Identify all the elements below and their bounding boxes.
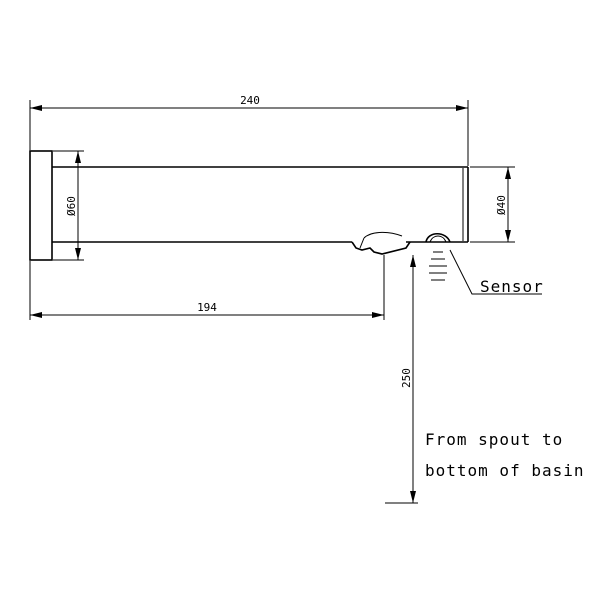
spout-diameter-dimension: Ø40 <box>470 166 515 243</box>
arrow-down-icon <box>75 248 81 260</box>
arrow-left-icon <box>30 312 42 318</box>
wall-plate-diameter-dimension: Ø60 <box>53 150 84 261</box>
sensor-leader-line <box>449 249 542 295</box>
nozzle-outline <box>351 241 411 255</box>
dimension-label-40: Ø40 <box>495 195 508 215</box>
arrow-up-icon <box>75 151 81 163</box>
spout-height-dimension: 250 From spout to bottom of basin <box>385 255 585 504</box>
nozzle-front-face <box>359 237 365 249</box>
arrow-up-icon <box>410 255 416 267</box>
arrow-up-icon <box>505 167 511 179</box>
height-note-line-1: From spout to <box>425 430 563 449</box>
dimension-label-194: 194 <box>197 301 217 314</box>
outlet-nozzle <box>351 231 411 255</box>
sensor-lens <box>429 235 447 243</box>
sensor-element: Sensor <box>425 232 544 296</box>
dimension-label-250: 250 <box>400 368 413 388</box>
arrow-left-icon <box>30 105 42 111</box>
arrow-down-icon <box>505 230 511 242</box>
spout-body <box>52 166 469 243</box>
overall-length-dimension: 240 <box>29 94 469 166</box>
sensor-dome-icon <box>425 232 451 243</box>
sensor-callout-label: Sensor <box>480 277 544 296</box>
arrow-right-icon <box>456 105 468 111</box>
arrow-down-icon <box>410 491 416 503</box>
arrow-right-icon <box>372 312 384 318</box>
dimension-label-60: Ø60 <box>65 196 78 216</box>
wall-plate <box>29 150 53 261</box>
nozzle-upper-contour <box>363 231 403 239</box>
wall-plate-outline <box>29 150 53 261</box>
height-note-line-2: bottom of basin <box>425 461 585 480</box>
spout-reach-dimension: 194 <box>29 255 385 320</box>
dimension-label-240: 240 <box>240 94 260 107</box>
